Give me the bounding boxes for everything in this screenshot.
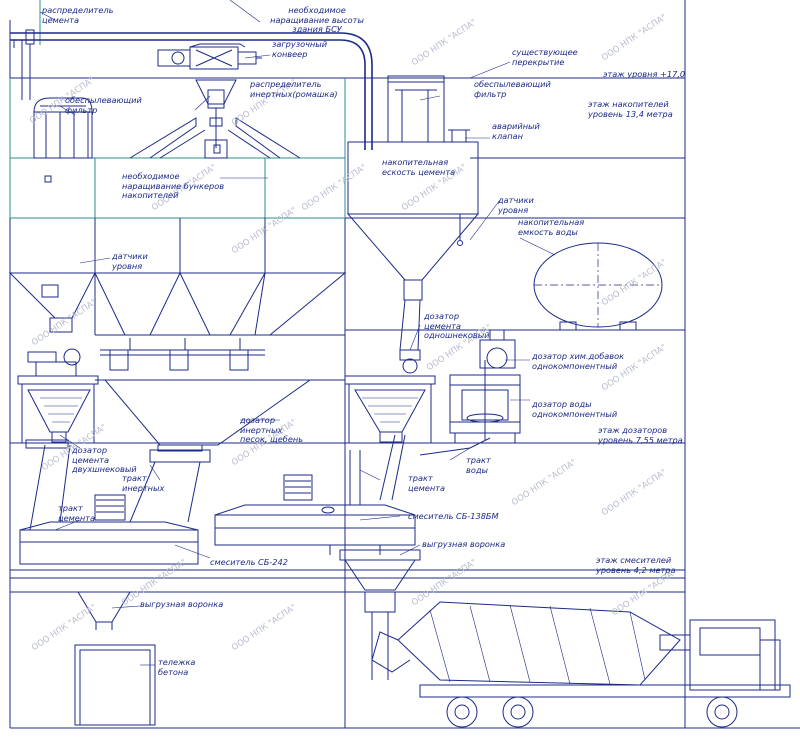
label-cement-doser-double: дозатор цемента двухшнековый [72,445,137,475]
label-building-extension: необходимое наращивание высоты здания БС… [270,5,364,35]
label-dust-filter-left: обеспылевающий фильтр [65,95,142,115]
label-mixer-right: смеситель СБ-138БМ [408,511,499,521]
label-bunker-extension: необходимое наращивание бункеров накопит… [122,171,225,201]
label-inert-path: тракт инертных [122,473,165,493]
inert-distributor [129,79,301,159]
label-concrete-cart: тележка бетона [158,657,196,677]
label-existing-floor: существующее перекрытие [512,47,578,67]
water-tank [533,242,663,331]
cement-pipe [10,29,373,150]
discharge-funnel-left [77,591,131,630]
label-water-tank: накопительная емкость воды [518,217,585,237]
label-water-path: тракт воды [466,455,491,475]
label-mixer-left: смеситель СБ-242 [210,557,288,567]
label-water-doser: дозатор воды однокомпонентный [532,399,618,419]
mixer-right [214,474,416,555]
label-storage-floor: этаж накопителей уровень 13,4 метра [588,99,673,119]
label-level-sensors-right: датчики уровня [498,195,534,215]
label-cement-doser-single: дозатор цемента одношнековый [424,311,490,341]
mixer-left [19,439,201,565]
label-discharge-funnel-right: выгрузная воронка [422,539,506,549]
discharge-funnel-right [339,549,421,680]
label-loading-conveyor: загрузочный конвеер [272,39,328,59]
mixer-truck [371,601,791,728]
label-chem-doser: дозатор хим.добавок однокомпонентный [532,351,625,371]
label-inert-doser: дозатор инертных песок, щебень [240,415,304,445]
label-cement-path-right: тракт цемента [408,473,445,493]
inert-bunkers [8,218,347,371]
inert-doser [95,379,345,463]
cement-doser-double [17,348,99,443]
cement-doser-single [344,375,436,443]
label-level-sensors-left: датчики уровня [112,251,148,271]
cement-storage-silo [346,75,480,374]
label-doser-floor: этаж дозаторов уровень 7,55 метра [598,425,683,445]
label-cement-distributor: распределитель цемента [42,5,114,25]
chem-water-doser [449,329,521,444]
dust-filter-left [33,97,93,183]
loading-conveyor [157,43,262,70]
label-discharge-funnel-left: выгрузная воронка [140,599,224,609]
label-cement-path-left: тракт цемента [58,503,95,523]
leader-lines [39,0,556,666]
label-level-17: этаж уровня +17,0 [603,69,686,79]
label-cement-storage: накопительная ескость цемента [382,157,456,177]
label-emergency-valve: аварийный клапан [492,121,540,141]
concrete-cart [74,644,156,726]
label-mixer-floor: этаж смесителей уровень 4,2 метра [596,555,676,575]
label-dust-filter-right: обеспылевающий фильтр [474,79,551,99]
label-inert-distributor: распределитель инертных(ромашка) [250,79,338,99]
